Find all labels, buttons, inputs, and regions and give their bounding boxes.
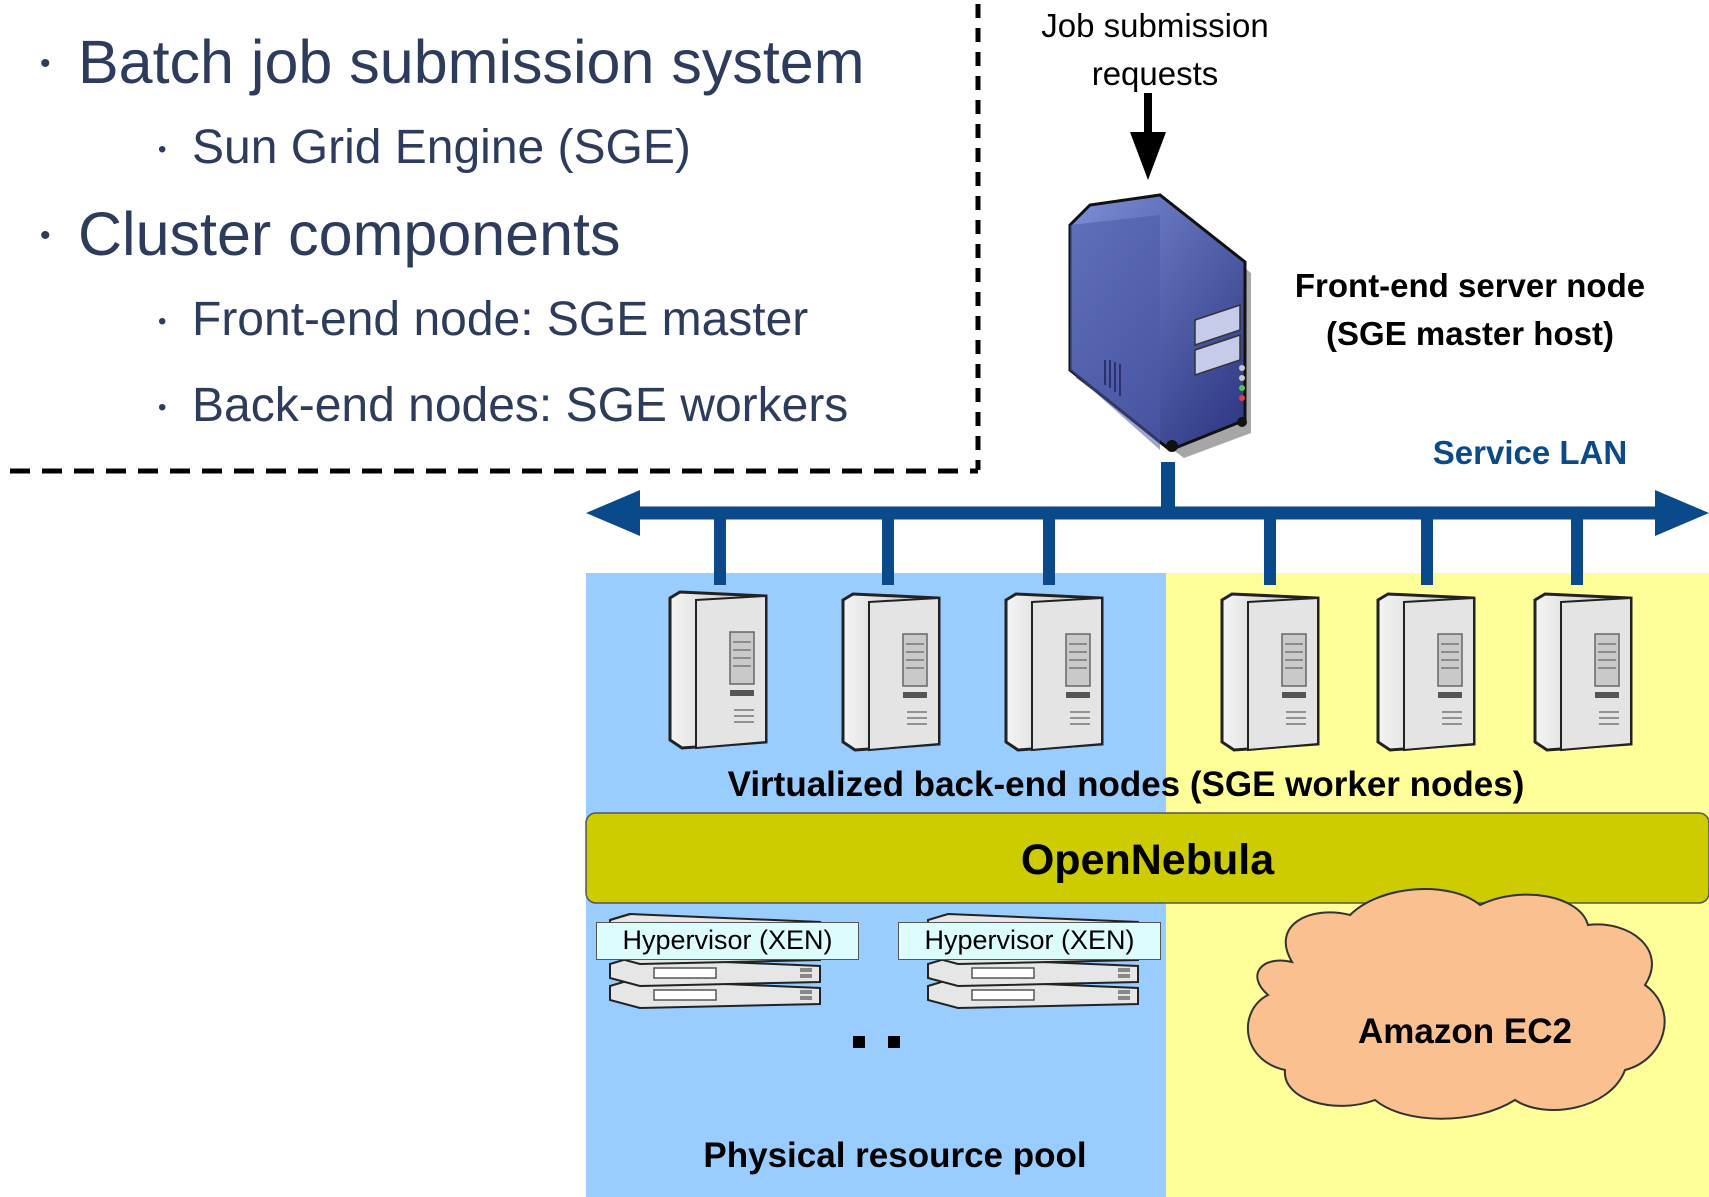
bullet-dot-icon: • — [40, 47, 51, 80]
lan-arrow-left — [586, 490, 640, 536]
frontend-server-icon — [1068, 193, 1251, 458]
physical-server-icon — [609, 913, 821, 1009]
lan-drops — [714, 513, 1583, 585]
service-lan-label: Service LAN — [1432, 434, 1628, 471]
lan-arrow-right — [1655, 490, 1709, 536]
hypervisor-label: Hypervisor (XEN) — [596, 922, 859, 960]
job-requests-line: requests — [1091, 55, 1219, 92]
opennebula-label: OpenNebula — [1020, 836, 1275, 884]
sub-bullet-item: • Sun Grid Engine (SGE) — [40, 106, 865, 192]
physical-pool-label: Physical resource pool — [703, 1136, 1087, 1175]
bullet-dot-icon: • — [158, 136, 167, 163]
bullet-dot-icon: • — [158, 308, 167, 335]
worker-node-icon — [668, 590, 768, 750]
frontend-label: Front-end server node (SGE master host) — [1260, 262, 1680, 358]
worker-node-icon — [1220, 592, 1320, 752]
ellipsis-dot — [888, 1036, 900, 1048]
bullet-text: Batch job submission system — [78, 28, 865, 96]
worker-node-icon — [1376, 592, 1476, 752]
amazon-ec2-label: Amazon EC2 — [1358, 1012, 1572, 1051]
bullet-dot-icon: • — [158, 394, 167, 421]
frontend-label-line: Front-end server node — [1294, 267, 1646, 304]
bullet-text: Cluster components — [78, 200, 621, 268]
hypervisor-label: Hypervisor (XEN) — [898, 922, 1161, 960]
bullet-item: • Cluster components — [40, 192, 865, 278]
sub-bullet-item: • Back-end nodes: SGE workers — [40, 364, 865, 450]
bullet-text: Front-end node: SGE master — [192, 293, 809, 346]
bullet-text: Sun Grid Engine (SGE) — [192, 121, 691, 174]
sub-bullet-item: • Front-end node: SGE master — [40, 278, 865, 364]
worker-node-icon — [1533, 592, 1633, 752]
job-request-arrowhead — [1130, 132, 1166, 180]
frontend-label-line: (SGE master host) — [1326, 315, 1614, 352]
bullet-dot-icon: • — [40, 219, 51, 252]
job-requests-line: Job submission — [1041, 7, 1269, 44]
worker-node-icon — [841, 592, 941, 752]
worker-node-icon — [1004, 592, 1104, 752]
job-requests-label: Job submission requests — [1020, 2, 1290, 98]
ellipsis-dot — [853, 1036, 865, 1048]
virtualized-nodes-label: Virtualized back-end nodes (SGE worker n… — [727, 765, 1525, 804]
bullet-text: Back-end nodes: SGE workers — [192, 379, 849, 432]
amazon-cloud-shape — [1246, 888, 1666, 1120]
bullet-item: • Batch job submission system — [40, 20, 865, 106]
opennebula-bar — [585, 812, 1709, 904]
bullet-list: • Batch job submission system • Sun Grid E… — [40, 20, 865, 450]
